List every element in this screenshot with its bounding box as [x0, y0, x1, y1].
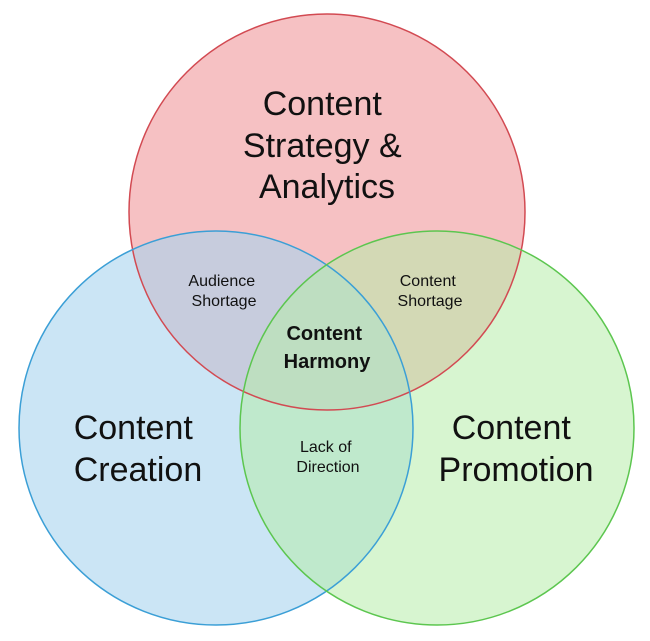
label-right-line-2: Promotion — [439, 451, 594, 489]
label-top-line-3: Analytics — [259, 168, 395, 206]
label-left-right-line-2: Direction — [296, 459, 359, 476]
label-top-right-line-1: Content — [400, 273, 457, 290]
label-lack-of-direction: Lack of Direction — [296, 439, 359, 476]
label-content-promotion: Content Promotion — [439, 409, 594, 489]
label-center-line-1: Content — [286, 323, 362, 345]
label-left-line-2: Creation — [74, 451, 203, 489]
label-top-right-line-2: Shortage — [398, 293, 463, 310]
label-center-line-2: Harmony — [284, 351, 372, 373]
circles — [19, 14, 634, 625]
outline-content-strategy-analytics — [128, 13, 526, 411]
outline-content-promotion — [239, 230, 635, 626]
label-right-line-1: Content — [452, 409, 572, 447]
label-audience-shortage: Audience Shortage — [188, 273, 259, 310]
label-content-strategy-analytics: Content Strategy & Analytics — [243, 85, 411, 206]
circle-outlines — [18, 13, 635, 626]
labels: Content Strategy & Analytics Content Cre… — [74, 85, 594, 489]
label-left-line-1: Content — [74, 409, 194, 447]
outline-content-creation — [18, 230, 414, 626]
label-top-left-line-2: Shortage — [192, 293, 257, 310]
label-content-shortage: Content Shortage — [398, 273, 463, 310]
circle-content-promotion — [240, 231, 634, 625]
label-top-left-line-1: Audience — [188, 273, 255, 290]
label-content-harmony: Content Harmony — [284, 323, 372, 373]
label-top-line-2: Strategy & — [243, 127, 402, 165]
label-left-right-line-1: Lack of — [300, 439, 352, 456]
label-top-line-1: Content — [263, 85, 383, 123]
label-content-creation: Content Creation — [74, 409, 203, 489]
